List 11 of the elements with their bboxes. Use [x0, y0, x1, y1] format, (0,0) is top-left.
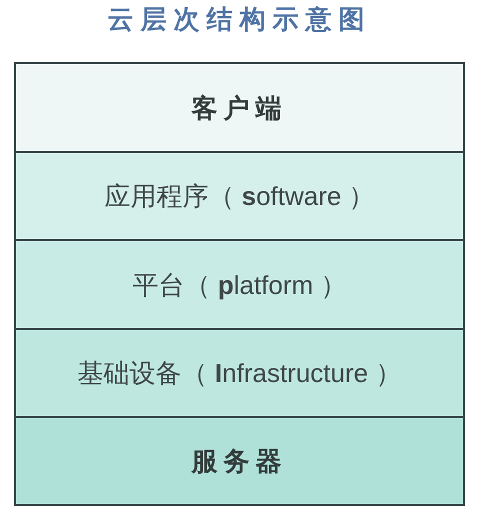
layer-band — [14, 328, 465, 418]
layer-label: 客户端 — [192, 92, 288, 124]
layer-label: 基础设备（ Infrastructure ） — [78, 357, 402, 389]
layer-label: 服务器 — [192, 445, 288, 477]
diagram-title: 云层次结构示意图 — [106, 3, 372, 36]
layer-label: 应用程序（ software ） — [104, 180, 375, 212]
layer-band — [14, 416, 465, 506]
layer-band — [14, 62, 465, 153]
layer-band — [14, 239, 465, 330]
layer-label: 平台（ platform ） — [132, 268, 346, 300]
layer-band — [14, 151, 465, 241]
